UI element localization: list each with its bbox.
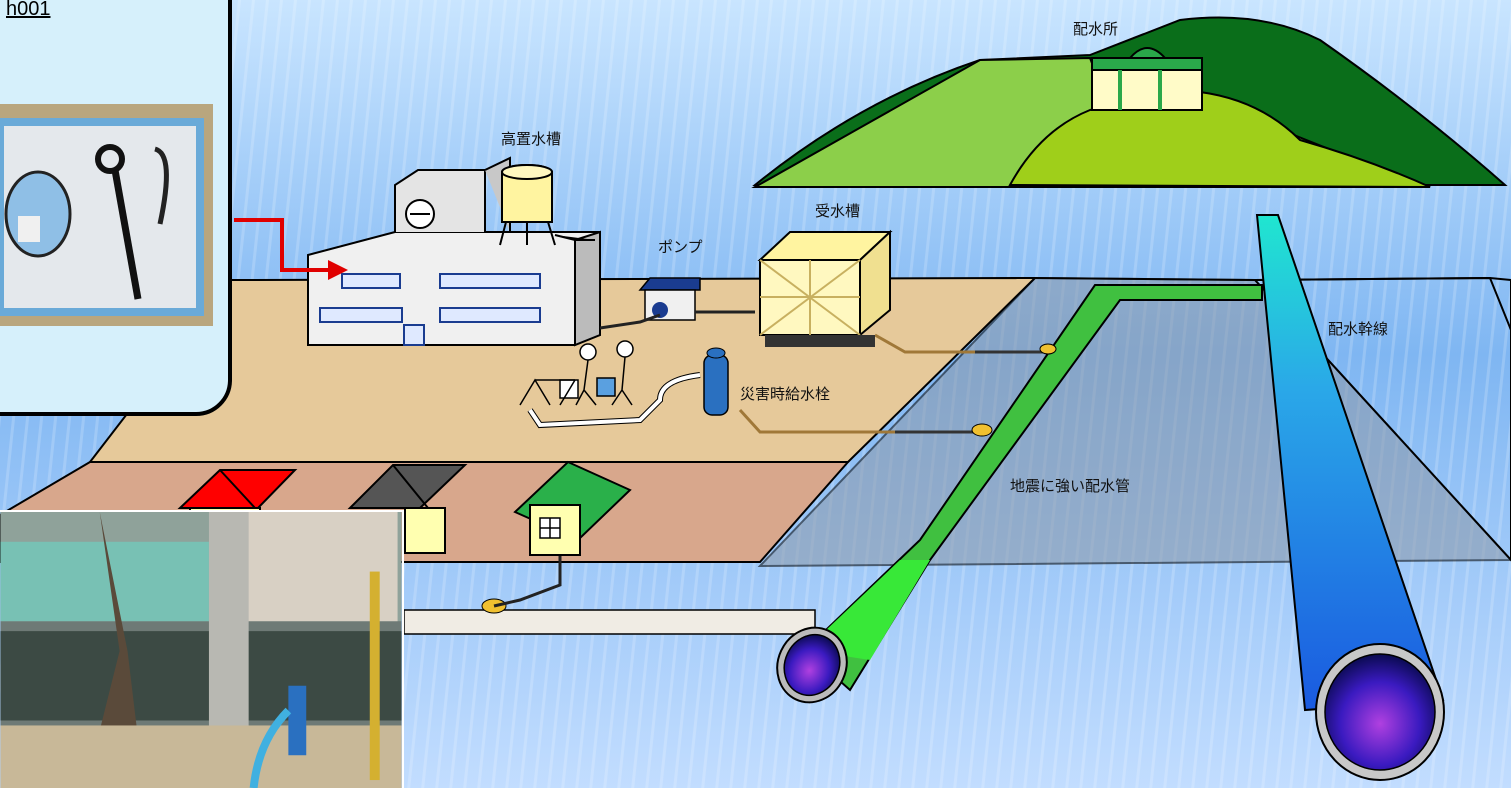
valve-2	[971, 423, 993, 437]
label-disaster-hydrant: 災害時給水栓	[740, 385, 831, 403]
inset-title: h001	[6, 0, 51, 20]
reservoir-building	[1091, 47, 1203, 111]
elevated-tank	[499, 164, 595, 246]
emergency-kit-photo	[0, 104, 213, 326]
label-receiving-tank: 受水槽	[815, 202, 861, 220]
house-green	[513, 460, 632, 556]
disaster-hydrant	[703, 347, 729, 416]
hydrant-photo	[0, 510, 404, 788]
arrow-line	[234, 218, 330, 272]
arrow-head	[328, 260, 348, 280]
pump-house	[638, 277, 701, 321]
receiving-tank	[757, 229, 893, 347]
service-street	[403, 609, 816, 635]
valve-1	[1039, 343, 1057, 355]
school-building	[307, 156, 601, 347]
label-quake-pipe: 地震に強い配水管	[1010, 477, 1131, 495]
label-pump: ポンプ	[658, 238, 703, 256]
water-collectors	[519, 340, 634, 406]
label-main-line: 配水幹線	[1328, 320, 1389, 338]
house-gray	[347, 464, 468, 554]
hill-front	[1008, 90, 1431, 188]
label-reservoir: 配水所	[1073, 20, 1119, 38]
label-elevated-tank: 高置水槽	[501, 130, 562, 148]
